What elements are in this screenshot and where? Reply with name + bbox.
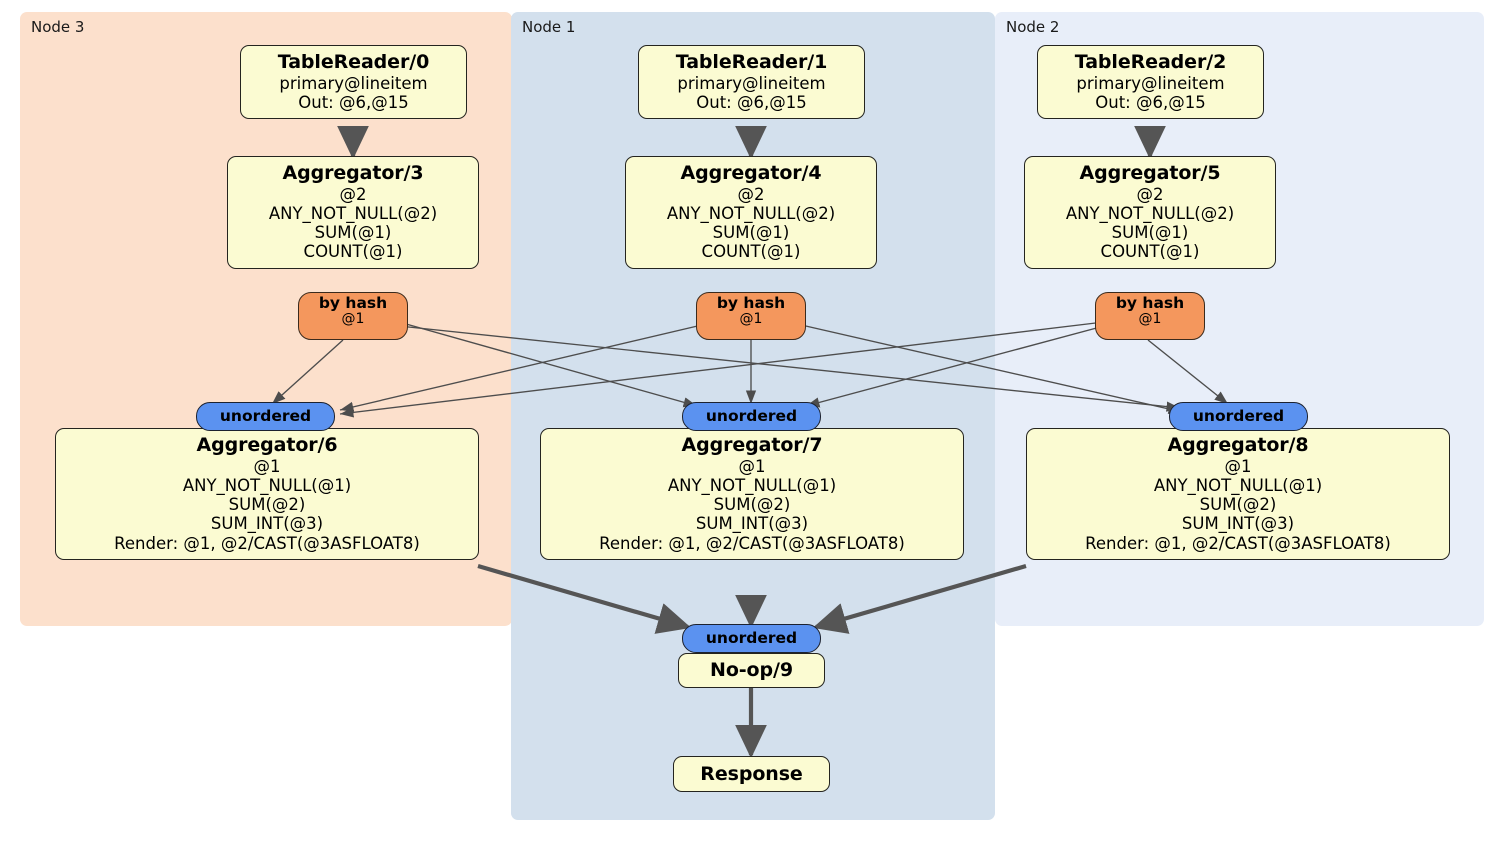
router-title: by hash (318, 294, 388, 312)
router-unordered-noop9[interactable]: unordered (682, 624, 821, 653)
processor-line: ANY_NOT_NULL(@2) (268, 204, 438, 224)
processor-title: Aggregator/8 (1167, 434, 1309, 456)
processor-line: @1 (253, 457, 281, 477)
node-panel-label-node3: Node 3 (31, 18, 85, 36)
processor-response[interactable]: Response (673, 756, 830, 792)
processor-line: SUM(@1) (1111, 223, 1189, 243)
router-by-hash-aggregator4[interactable]: by hash @1 (696, 292, 806, 340)
processor-title: TableReader/1 (675, 51, 828, 73)
processor-line: @1 (1224, 457, 1252, 477)
processor-line: SUM_INT(@3) (210, 514, 324, 534)
processor-tablereader2[interactable]: TableReader/2 primary@lineitem Out: @6,@… (1037, 45, 1264, 120)
processor-aggregator7[interactable]: Aggregator/7 @1 ANY_NOT_NULL(@1) SUM(@2)… (540, 428, 964, 560)
processor-title: Aggregator/3 (282, 162, 424, 184)
processor-line: Out: @6,@15 (1095, 93, 1206, 113)
processor-line: Render: @1, @2/CAST(@3ASFLOAT8) (1085, 533, 1391, 553)
processor-line: ANY_NOT_NULL(@1) (1153, 476, 1323, 496)
processor-line: SUM(@2) (228, 495, 306, 515)
processor-line: SUM_INT(@3) (695, 514, 809, 534)
processor-aggregator4[interactable]: Aggregator/4 @2 ANY_NOT_NULL(@2) SUM(@1)… (625, 156, 877, 269)
processor-line: Render: @1, @2/CAST(@3ASFLOAT8) (599, 533, 905, 553)
processor-line: COUNT(@1) (303, 242, 403, 262)
processor-line: ANY_NOT_NULL(@2) (1065, 204, 1235, 224)
router-unordered-aggregator8[interactable]: unordered (1169, 402, 1308, 431)
processor-line: COUNT(@1) (701, 242, 801, 262)
processor-line: @2 (339, 185, 367, 205)
processor-title: Aggregator/5 (1079, 162, 1221, 184)
processor-line: ANY_NOT_NULL(@1) (182, 476, 352, 496)
processor-title: Aggregator/6 (196, 434, 338, 456)
processor-line: @1 (738, 457, 766, 477)
processor-line: primary@lineitem (279, 74, 428, 94)
processor-line: ANY_NOT_NULL(@1) (667, 476, 837, 496)
processor-title: Aggregator/4 (680, 162, 822, 184)
processor-aggregator8[interactable]: Aggregator/8 @1 ANY_NOT_NULL(@1) SUM(@2)… (1026, 428, 1450, 560)
router-unordered-aggregator6[interactable]: unordered (196, 402, 335, 431)
router-title: by hash (716, 294, 786, 312)
processor-title: Aggregator/7 (681, 434, 823, 456)
router-by-hash-aggregator3[interactable]: by hash @1 (298, 292, 408, 340)
processor-title: TableReader/2 (1074, 51, 1227, 73)
node-panel-label-node1: Node 1 (522, 18, 576, 36)
processor-line: primary@lineitem (1076, 74, 1225, 94)
router-subtitle: @1 (1138, 311, 1162, 328)
processor-line: @2 (737, 185, 765, 205)
processor-line: SUM(@1) (712, 223, 790, 243)
processor-line: SUM(@2) (1199, 495, 1277, 515)
processor-line: SUM_INT(@3) (1181, 514, 1295, 534)
processor-aggregator6[interactable]: Aggregator/6 @1 ANY_NOT_NULL(@1) SUM(@2)… (55, 428, 479, 560)
node-panel-label-node2: Node 2 (1006, 18, 1060, 36)
processor-line: @2 (1136, 185, 1164, 205)
processor-tablereader1[interactable]: TableReader/1 primary@lineitem Out: @6,@… (638, 45, 865, 120)
processor-aggregator3[interactable]: Aggregator/3 @2 ANY_NOT_NULL(@2) SUM(@1)… (227, 156, 479, 269)
processor-title: TableReader/0 (277, 51, 430, 73)
router-unordered-aggregator7[interactable]: unordered (682, 402, 821, 431)
processor-line: ANY_NOT_NULL(@2) (666, 204, 836, 224)
router-by-hash-aggregator5[interactable]: by hash @1 (1095, 292, 1205, 340)
processor-tablereader0[interactable]: TableReader/0 primary@lineitem Out: @6,@… (240, 45, 467, 120)
router-subtitle: @1 (739, 311, 763, 328)
router-title: by hash (1115, 294, 1185, 312)
processor-title: No-op/9 (710, 659, 793, 682)
processor-line: SUM(@2) (713, 495, 791, 515)
processor-line: primary@lineitem (677, 74, 826, 94)
processor-line: Out: @6,@15 (696, 93, 807, 113)
processor-aggregator5[interactable]: Aggregator/5 @2 ANY_NOT_NULL(@2) SUM(@1)… (1024, 156, 1276, 269)
processor-line: SUM(@1) (314, 223, 392, 243)
processor-title: Response (700, 762, 803, 785)
processor-line: Out: @6,@15 (298, 93, 409, 113)
processor-line: Render: @1, @2/CAST(@3ASFLOAT8) (114, 533, 420, 553)
processor-line: COUNT(@1) (1100, 242, 1200, 262)
processor-noop9[interactable]: No-op/9 (678, 653, 825, 688)
router-subtitle: @1 (341, 311, 365, 328)
